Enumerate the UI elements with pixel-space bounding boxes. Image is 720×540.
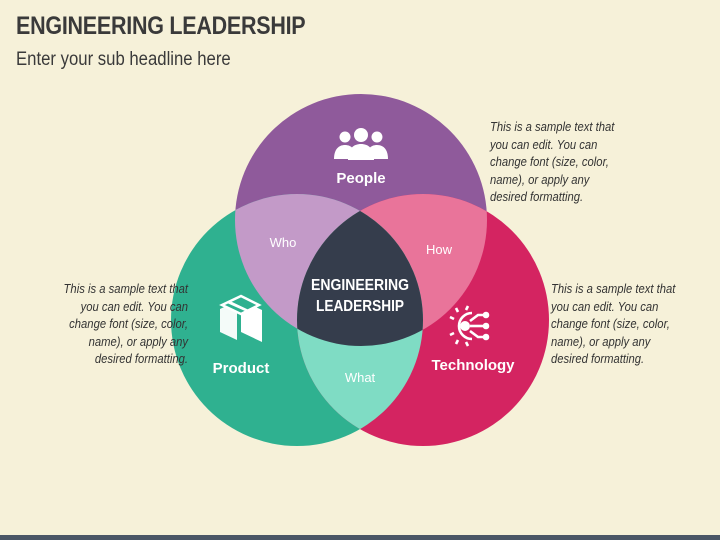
footer-bar [0,535,720,540]
label-how: How [426,242,453,257]
note-people: This is a sample text that you can edit.… [490,120,615,204]
label-product: Product [213,360,270,377]
page-subtitle: Enter your sub headline here [16,49,231,70]
note-technology: This is a sample text that you can edit.… [551,282,676,366]
people-icon [334,128,388,160]
center-label-line1: ENGINEERING [311,277,409,294]
page-title: ENGINEERING LEADERSHIP [16,12,306,40]
label-technology: Technology [431,357,515,374]
package-box-icon [219,294,262,342]
label-what: What [345,370,376,385]
label-who: Who [270,235,297,250]
venn-center [297,194,423,346]
center-label-line2: LEADERSHIP [316,298,404,315]
note-product: This is a sample text that you can edit.… [63,282,188,366]
gear-circuit-icon [449,305,490,347]
label-people: People [336,170,385,187]
